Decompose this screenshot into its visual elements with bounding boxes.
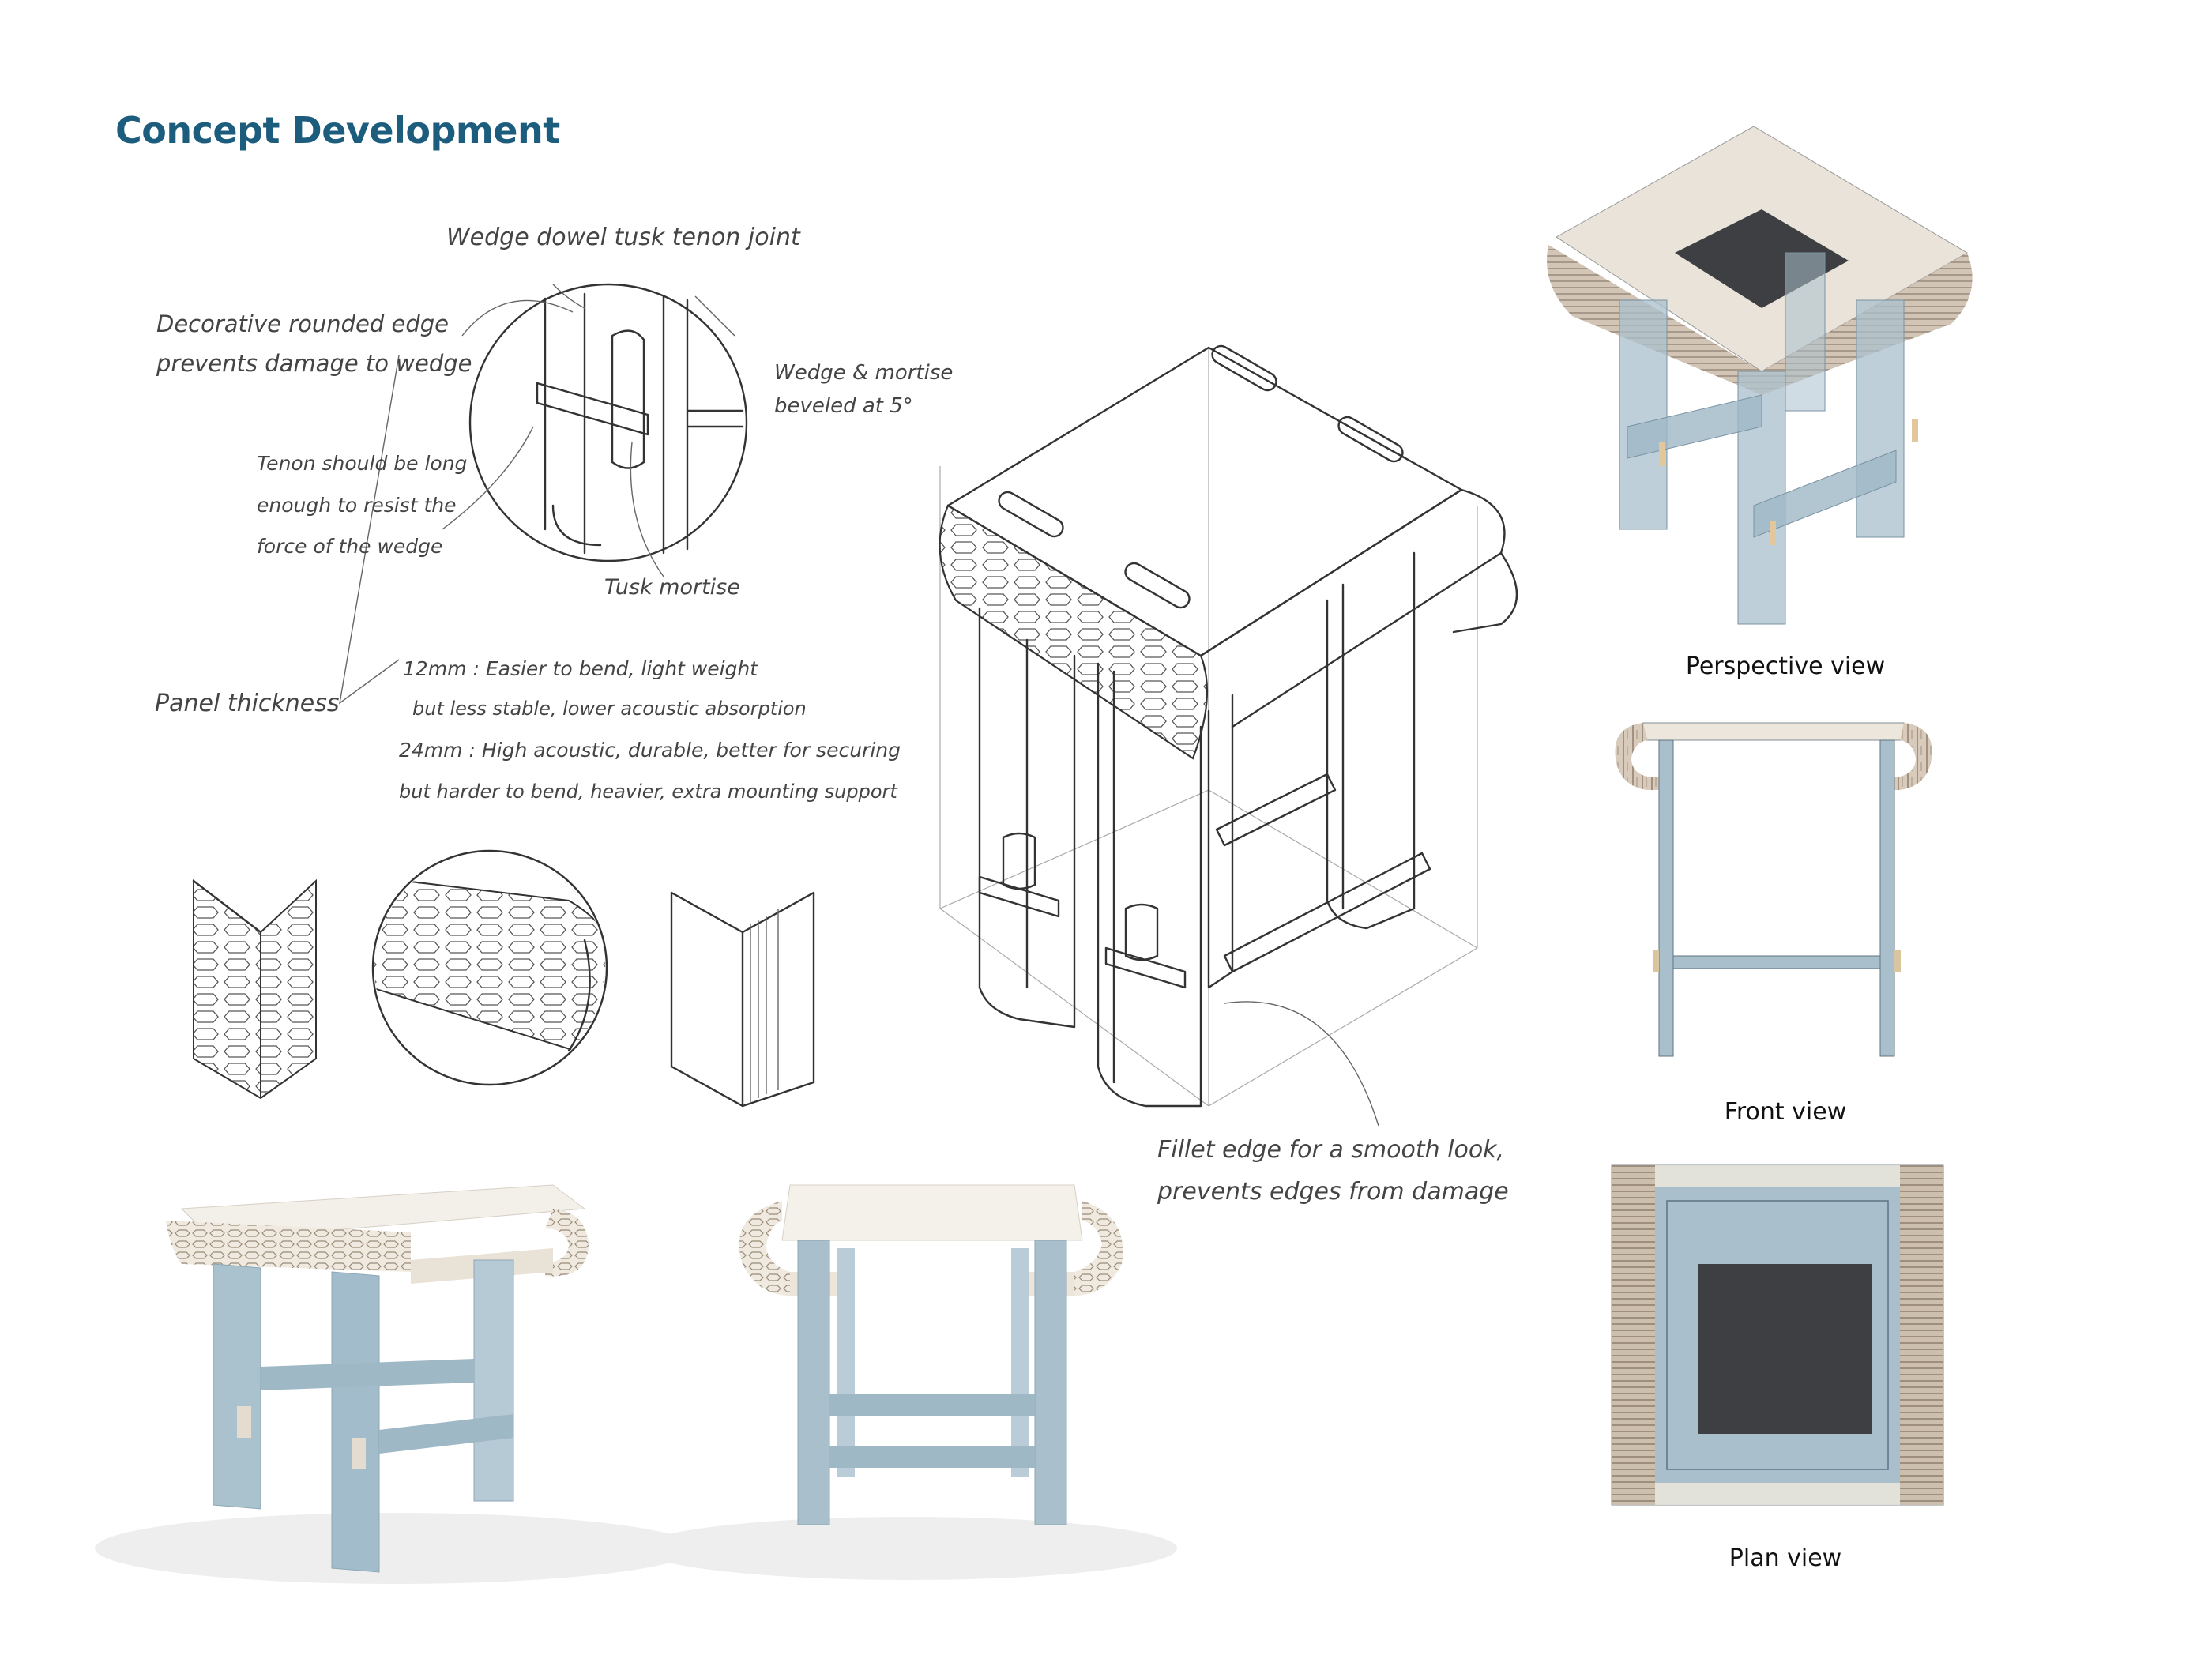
- render-perspective-stool: [95, 1184, 695, 1584]
- note-wedge-bevel-2: beveled at 5°: [774, 394, 913, 418]
- arrow-tusk: [630, 442, 664, 577]
- note-rounded-edge-2: prevents damage to wedge: [156, 350, 472, 377]
- joint-detail-sketch: [468, 283, 748, 562]
- note-wedge-bevel-1: Wedge & mortise: [774, 361, 953, 385]
- note-panel: Panel thickness: [155, 690, 340, 717]
- front-view-drawing: [1615, 722, 1932, 1057]
- note-tenon-1: Tenon should be long: [257, 452, 467, 475]
- note-rounded-edge-1: Decorative rounded edge: [156, 310, 449, 337]
- page-title: Concept Development: [115, 109, 560, 152]
- bent-panel-sketch: [670, 891, 815, 1108]
- sketch-annotations: Wedge dowel tusk tenon joint Decorative …: [155, 224, 1509, 1206]
- note-tusk: Tusk mortise: [604, 575, 740, 600]
- note-12mm-2: but less stable, lower acoustic absorpti…: [412, 698, 807, 720]
- arrow-fillet: [1224, 1001, 1379, 1127]
- plan-view-drawing: [1611, 1164, 1944, 1506]
- panel-bracket: [339, 355, 400, 705]
- note-joint: Wedge dowel tusk tenon joint: [446, 224, 801, 251]
- arrow-tenon: [442, 426, 534, 530]
- note-24mm-1: 24mm : High acoustic, durable, better fo…: [399, 739, 901, 762]
- note-fillet-1: Fillet edge for a smooth look,: [1157, 1136, 1504, 1164]
- isometric-stool-sketch: [939, 344, 1518, 1108]
- caption-plan-view: Plan view: [1729, 1544, 1842, 1572]
- note-24mm-2: but harder to bend, heavier, extra mount…: [399, 781, 898, 803]
- kerf-corner-sketch: [192, 878, 317, 1100]
- render-front-stool: [640, 1184, 1177, 1580]
- caption-perspective-view: Perspective view: [1685, 653, 1886, 680]
- note-fillet-2: prevents edges from damage: [1157, 1178, 1509, 1206]
- note-tenon-3: force of the wedge: [257, 535, 442, 558]
- arrow-rounded-edge: [461, 299, 574, 337]
- note-tenon-2: enough to resist the: [257, 494, 457, 517]
- perspective-view-drawing: [1547, 126, 1973, 625]
- kerf-closeup-sketch: [371, 849, 608, 1086]
- caption-front-view: Front view: [1724, 1098, 1847, 1126]
- note-12mm-1: 12mm : Easier to bend, light weight: [403, 657, 758, 680]
